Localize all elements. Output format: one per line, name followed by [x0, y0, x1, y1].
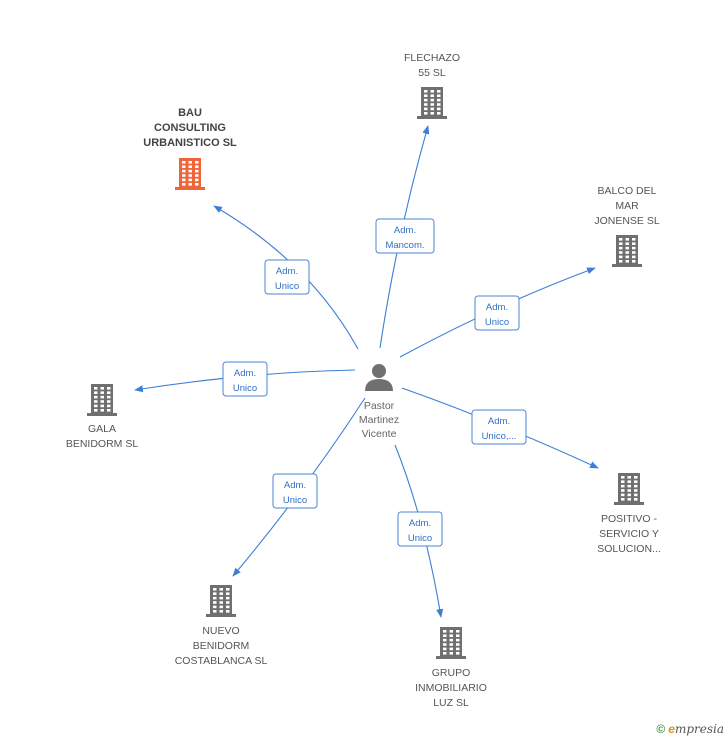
- company-name-nuevo-line-1: NUEVO: [202, 625, 239, 637]
- relation-label-balco[interactable]: Adm. Unico: [474, 295, 520, 331]
- relation-label-gala[interactable]: Adm. Unico: [222, 361, 268, 397]
- company-name-bau-line-2: CONSULTING: [154, 122, 226, 134]
- brand-logo-initial: e: [668, 722, 675, 736]
- relation-label-gala-line-2: Unico: [233, 383, 257, 394]
- center-person-name-line-1: Pastor: [364, 400, 395, 412]
- edge-labels-layer: Adm.UnicoAdm.Mancom.Adm.UnicoAdm.UnicoAd…: [222, 218, 527, 547]
- brand-logo-text: mpresia: [674, 722, 724, 736]
- company-name-grupo-line-1: GRUPO: [432, 667, 471, 679]
- relation-label-positivo[interactable]: Adm. Unico,...: [471, 409, 527, 445]
- company-name-balco-line-1: BALCO DEL: [598, 185, 657, 197]
- building-icon-flechazo[interactable]: [417, 87, 447, 119]
- edges-layer: [134, 125, 599, 618]
- center-person-name-line-3: Vicente: [362, 428, 397, 440]
- relation-label-balco-line-2: Unico: [485, 317, 509, 328]
- company-name-grupo-line-2: INMOBILIARIO: [415, 682, 487, 694]
- building-icon-nuevo[interactable]: [206, 585, 236, 617]
- building-icon-bau[interactable]: [175, 158, 205, 190]
- relation-label-positivo-line-1: Adm.: [488, 416, 510, 427]
- center-person-name-line-2: Martinez: [359, 414, 399, 426]
- relation-label-nuevo-line-1: Adm.: [284, 480, 306, 491]
- relation-label-grupo-line-2: Unico: [408, 533, 432, 544]
- company-name-balco-line-2: MAR: [615, 200, 639, 212]
- relation-label-bau-line-2: Unico: [275, 281, 299, 292]
- relation-label-grupo-line-1: Adm.: [409, 518, 431, 529]
- person-icon[interactable]: [365, 364, 393, 391]
- building-icon-grupo[interactable]: [436, 627, 466, 659]
- company-name-nuevo-line-3: COSTABLANCA SL: [175, 655, 268, 667]
- company-name-grupo-line-3: LUZ SL: [433, 697, 469, 709]
- relation-label-flechazo-line-2: Mancom.: [385, 240, 424, 251]
- relation-label-nuevo[interactable]: Adm. Unico: [272, 473, 318, 509]
- relation-label-balco-line-1: Adm.: [486, 302, 508, 313]
- company-name-balco-line-3: JONENSE SL: [594, 215, 660, 227]
- relation-label-flechazo[interactable]: Adm. Mancom.: [375, 218, 435, 254]
- company-name-flechazo-line-1: FLECHAZO: [404, 52, 460, 64]
- copyright-icon: ©: [656, 722, 666, 736]
- company-name-flechazo-line-2: 55 SL: [418, 67, 446, 79]
- company-name-bau-line-3: URBANISTICO SL: [143, 137, 237, 149]
- relation-label-bau-line-1: Adm.: [276, 266, 298, 277]
- relation-label-grupo[interactable]: Adm. Unico: [397, 511, 443, 547]
- company-name-positivo-line-2: SERVICIO Y: [599, 528, 659, 540]
- company-name-positivo-line-3: SOLUCION...: [597, 543, 661, 555]
- company-name-bau-line-1: BAU: [178, 107, 202, 119]
- company-name-gala-line-2: BENIDORM SL: [66, 438, 139, 450]
- building-icon-gala[interactable]: [87, 384, 117, 416]
- footer-brand[interactable]: ©empresia: [656, 722, 724, 736]
- relation-label-gala-line-1: Adm.: [234, 368, 256, 379]
- building-icon-positivo[interactable]: [614, 473, 644, 505]
- relation-label-bau[interactable]: Adm. Unico: [264, 259, 310, 295]
- relation-label-positivo-line-2: Unico,...: [482, 431, 517, 442]
- relation-label-nuevo-line-2: Unico: [283, 495, 307, 506]
- relation-label-flechazo-line-1: Adm.: [394, 225, 416, 236]
- building-icon-balco[interactable]: [612, 235, 642, 267]
- company-name-nuevo-line-2: BENIDORM: [193, 640, 250, 652]
- company-name-gala-line-1: GALA: [88, 423, 116, 435]
- company-name-positivo-line-1: POSITIVO -: [601, 513, 658, 525]
